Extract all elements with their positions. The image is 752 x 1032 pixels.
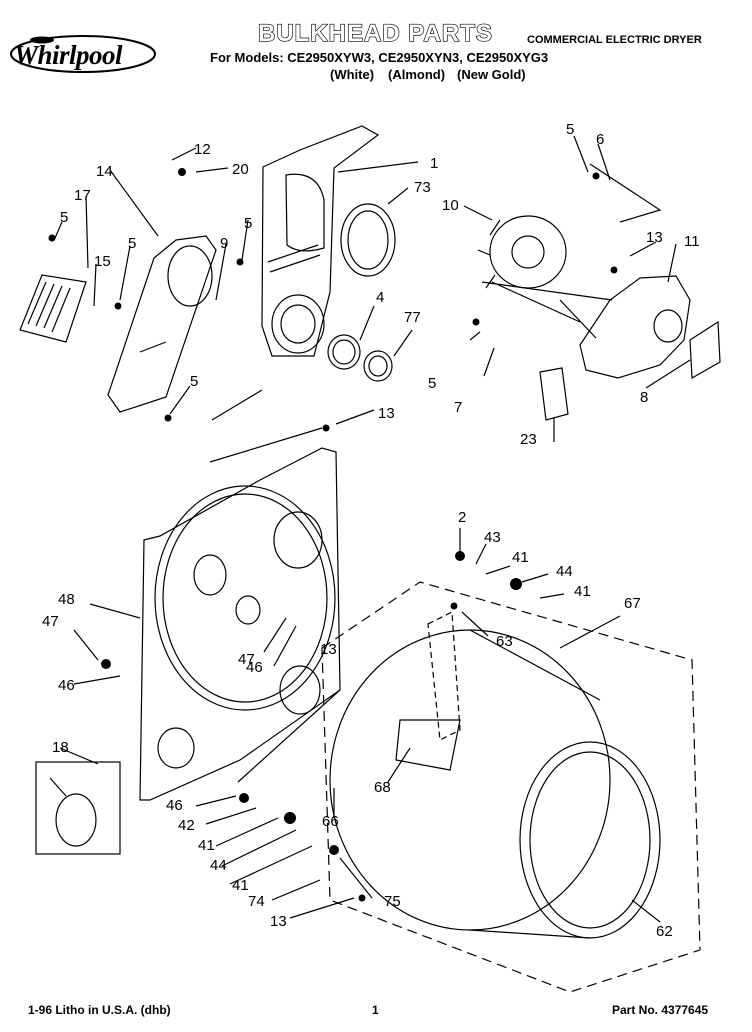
callout-77: 77 xyxy=(404,309,421,326)
callout-68: 68 xyxy=(374,779,391,796)
gasket-73 xyxy=(340,203,396,277)
callout-41: 41 xyxy=(232,877,249,894)
whirlpool-logo xyxy=(10,35,156,73)
color-white: (White) xyxy=(330,67,375,82)
callout-46: 46 xyxy=(246,659,263,676)
leader-lines xyxy=(54,135,691,923)
callout-18: 18 xyxy=(52,739,69,756)
callout-73: 73 xyxy=(414,179,431,196)
callout-63: 63 xyxy=(496,633,513,650)
callout-13: 13 xyxy=(270,913,287,930)
callout-2: 2 xyxy=(458,509,466,526)
hardware xyxy=(48,168,618,902)
callout-44: 44 xyxy=(556,563,573,580)
ring-77 xyxy=(363,350,393,382)
callout-7: 7 xyxy=(454,399,462,416)
callout-66: 66 xyxy=(322,813,339,830)
callout-13: 13 xyxy=(320,641,337,658)
callout-43: 43 xyxy=(484,529,501,546)
callout-13: 13 xyxy=(378,405,395,422)
callout-47: 47 xyxy=(238,651,255,668)
callout-67: 67 xyxy=(624,595,641,612)
callout-5: 5 xyxy=(190,373,198,390)
callout-41: 41 xyxy=(512,549,529,566)
part-number: Part No. 4377645 xyxy=(612,1003,709,1017)
callout-41: 41 xyxy=(198,837,215,854)
callout-42: 42 xyxy=(178,817,195,834)
callout-62: 62 xyxy=(656,923,673,940)
callout-17: 17 xyxy=(74,187,91,204)
color-almond: (Almond) xyxy=(388,67,446,82)
callout-10: 10 xyxy=(442,197,459,214)
label-8 xyxy=(689,320,721,380)
page-title: BULKHEAD PARTS xyxy=(257,19,493,47)
color-gold: (New Gold) xyxy=(457,67,526,82)
callout-8: 8 xyxy=(640,389,648,406)
callout-47: 47 xyxy=(42,613,59,630)
callout-41: 41 xyxy=(574,583,591,600)
upper-bulkhead-plate xyxy=(261,125,380,357)
callout-13: 13 xyxy=(646,229,663,246)
harness-18 xyxy=(35,761,121,855)
callout-75: 75 xyxy=(384,893,401,910)
callout-74: 74 xyxy=(248,893,265,910)
filter-housing-14 xyxy=(107,235,217,413)
callout-11: 11 xyxy=(684,233,700,250)
fan-impeller-10 xyxy=(477,215,567,289)
callout-12: 12 xyxy=(194,141,211,158)
blower-housing-11 xyxy=(579,275,691,379)
front-bulkhead-48 xyxy=(139,447,341,801)
callout-5: 5 xyxy=(566,121,574,138)
drum-62 xyxy=(329,629,661,939)
callout-20: 20 xyxy=(232,161,249,178)
models-line: For Models: CE2950XYW3, CE2950XYN3, CE29… xyxy=(210,50,549,65)
callout-46: 46 xyxy=(58,677,75,694)
callout-15: 15 xyxy=(94,253,111,270)
callout-46: 46 xyxy=(166,797,183,814)
litho-note: 1-96 Litho in U.S.A. (dhb) xyxy=(28,1003,171,1017)
lint-screen-17 xyxy=(19,274,87,343)
callout-14: 14 xyxy=(96,163,113,180)
callout-6: 6 xyxy=(596,131,604,148)
callout-9: 9 xyxy=(220,235,228,252)
ring-4 xyxy=(327,334,361,370)
callout-1: 1 xyxy=(430,155,438,172)
page-number: 1 xyxy=(372,1003,379,1017)
callout-23: 23 xyxy=(520,431,537,448)
callout-4: 4 xyxy=(376,289,384,306)
seal-23 xyxy=(539,367,569,421)
callout-44: 44 xyxy=(210,857,227,874)
callout-5: 5 xyxy=(244,215,252,232)
callout-5: 5 xyxy=(60,209,68,226)
callout-5: 5 xyxy=(428,375,436,392)
callout-5: 5 xyxy=(128,235,136,252)
callout-48: 48 xyxy=(58,591,75,608)
brand-name: Whirlpool xyxy=(14,40,123,70)
dryer-type: COMMERCIAL ELECTRIC DRYER xyxy=(527,34,702,46)
